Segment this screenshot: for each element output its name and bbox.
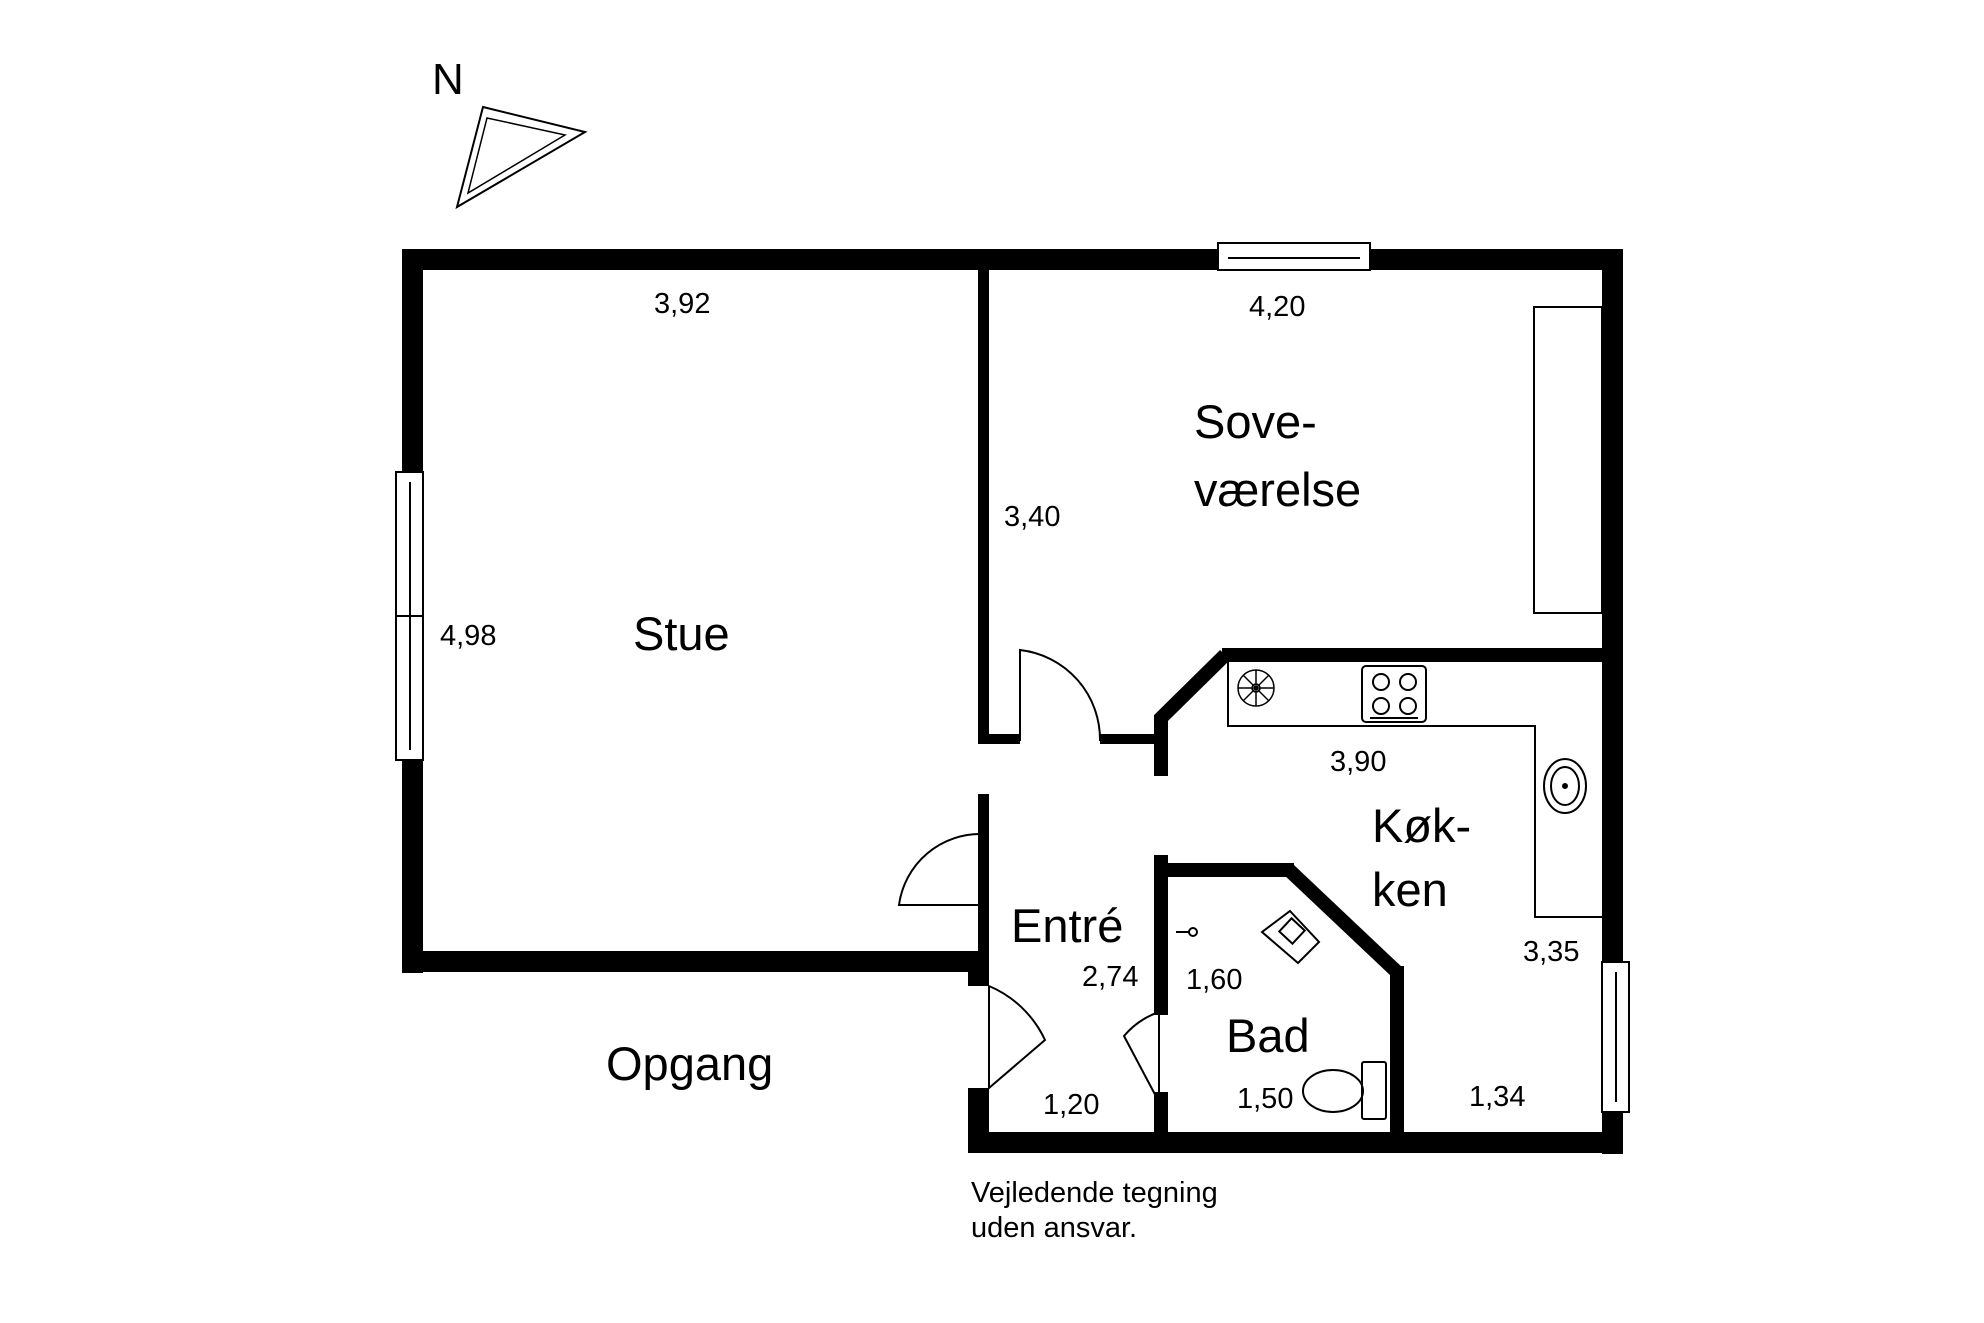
room-label-stue: Stue: [633, 607, 730, 660]
disclaimer-note: Vejledende tegning uden ansvar.: [971, 1176, 1218, 1247]
disclaimer-line1: Vejledende tegning: [971, 1177, 1218, 1209]
disclaimer-line2: uden ansvar.: [971, 1212, 1138, 1245]
dim-entre-depth: 2,74: [1082, 961, 1139, 993]
dim-stue-width: 3,92: [654, 288, 711, 320]
dim-koekken-small: 1,34: [1469, 1081, 1526, 1113]
dim-bad-depth: 1,60: [1186, 964, 1243, 996]
dim-koekken-width: 3,90: [1330, 746, 1387, 778]
north-arrow-icon: [455, 105, 588, 210]
dim-sove-depth: 3,40: [1004, 501, 1061, 533]
dim-bad-width: 1,50: [1237, 1083, 1294, 1115]
interior-walls: [978, 270, 1602, 1133]
kitchen-counter: [1227, 662, 1602, 918]
kitchen-sink-icon: [1543, 758, 1587, 814]
room-label-entre: Entré: [1011, 899, 1124, 952]
north-label: N: [432, 55, 464, 104]
stairs-icon: [1237, 669, 1275, 707]
dim-koekken-depth: 3,35: [1523, 936, 1580, 968]
washbasin-icon: [1260, 909, 1321, 965]
outer-walls: [402, 249, 1623, 1154]
doors: [897, 648, 1160, 1103]
dim-entre-width: 1,20: [1043, 1089, 1100, 1121]
windows: [395, 242, 1630, 1113]
dim-stue-depth: 4,98: [440, 620, 497, 652]
area-label-opgang: Opgang: [606, 1037, 774, 1090]
dim-sove-width: 4,20: [1249, 291, 1306, 323]
stove-icon: [1361, 665, 1427, 723]
diagonal-walls: [1154, 650, 1402, 978]
room-label-koekken-line1: Køk-: [1372, 799, 1472, 852]
room-label-sove-line2: værelse: [1194, 463, 1362, 516]
room-label-sove-line1: Sove-: [1194, 395, 1317, 448]
room-label-bad: Bad: [1226, 1009, 1310, 1062]
shower-icon: [1176, 927, 1198, 937]
wardrobe: [1533, 306, 1603, 614]
room-label-koekken-line2: ken: [1372, 863, 1448, 916]
toilet-icon: [1302, 1061, 1387, 1120]
